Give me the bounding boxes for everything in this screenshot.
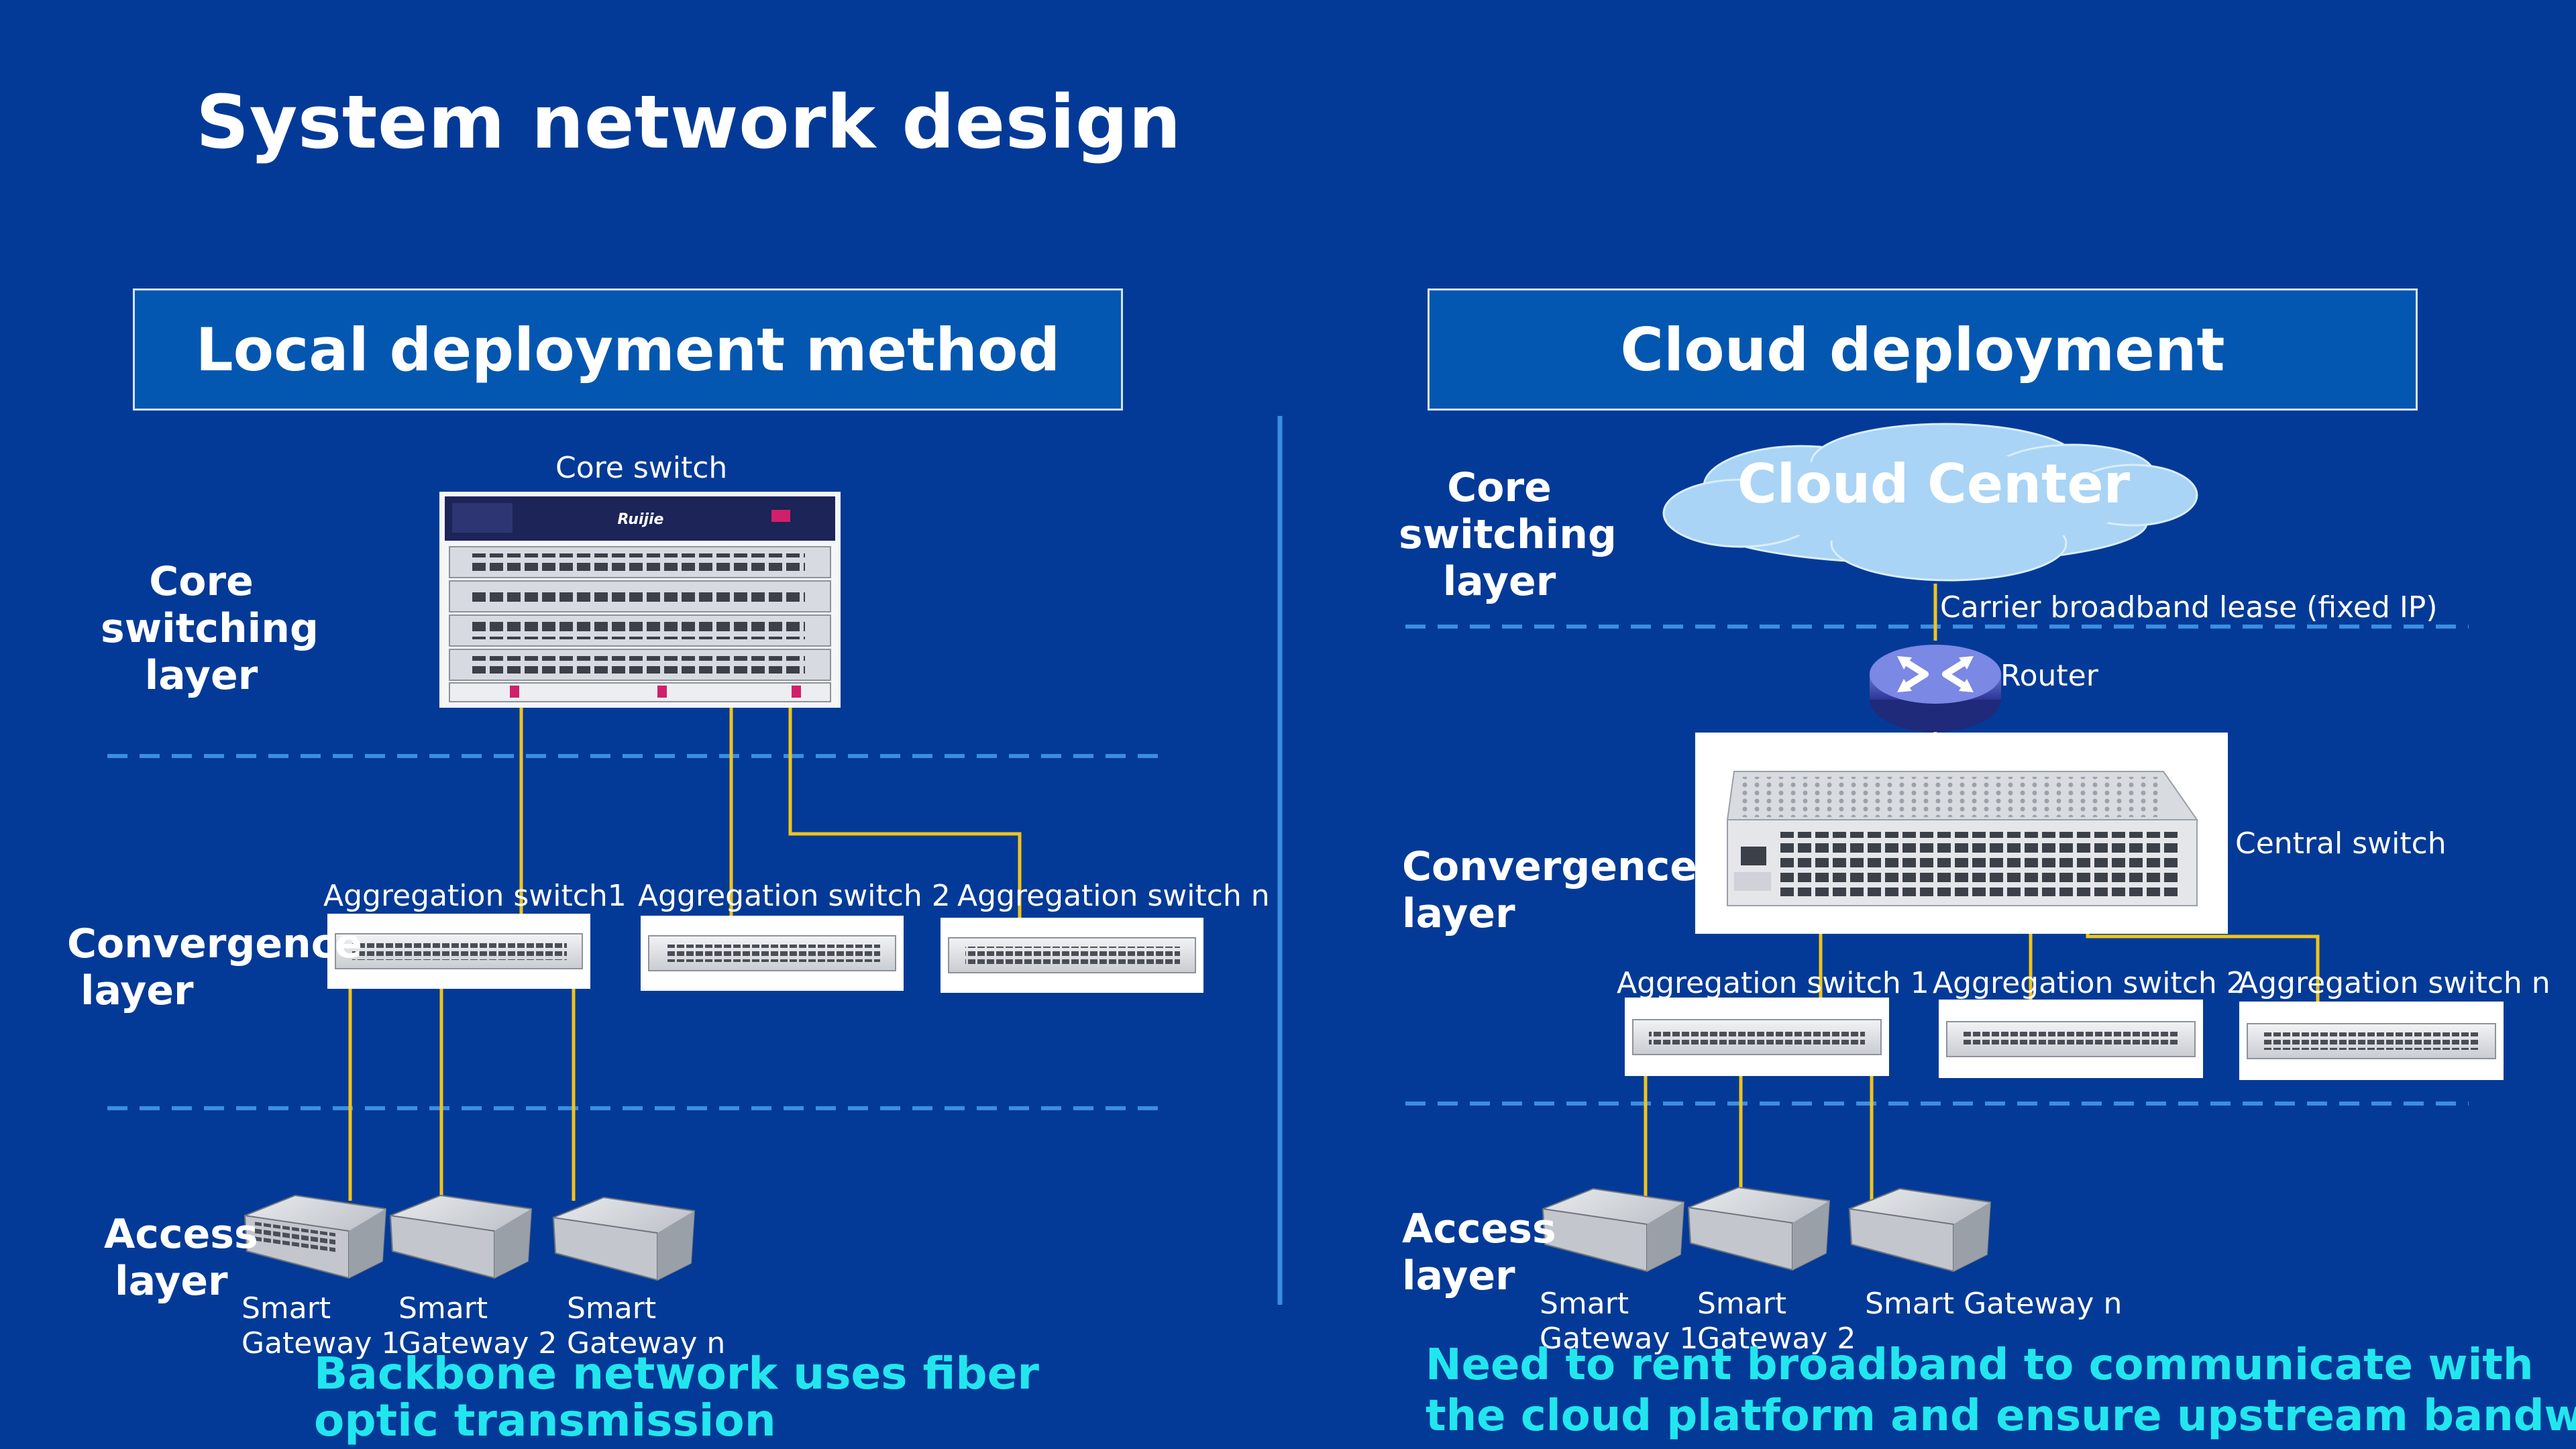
local-deployment-note: Backbone network uses fiber optic transm… (314, 1350, 1039, 1444)
local-gateway-n-line-1: Smart (567, 1291, 657, 1326)
cloud-fill (1731, 453, 2133, 547)
central-switch-device (1695, 733, 2228, 934)
central-switch-label: Central switch (2235, 826, 2447, 861)
local-gateway-n-line-2: Gateway n (567, 1326, 726, 1360)
page-title: System network design (196, 79, 1181, 165)
local-convergence-layer-label: Convergence layer (67, 920, 362, 1014)
local-gateway-2-line-2: Gateway 2 (398, 1326, 557, 1360)
cloud-aggregation-label-2: Aggregation switch 2 (1933, 966, 2245, 1000)
cloud-aggregation-switch-1 (1625, 998, 1889, 1076)
local-gateway-1-line-2: Gateway 1 (241, 1326, 400, 1360)
cloud-deployment-note: Need to rent broadband to communicate wi… (1426, 1340, 2576, 1442)
cloud-aggregation-switch-n (2239, 1002, 2504, 1080)
local-gateway-2 (389, 1194, 533, 1279)
cloud-core-layer-line-3: layer (1442, 558, 1556, 605)
local-gateway-label-1: Smart Gateway 1 (241, 1291, 400, 1361)
cloud-access-layer-line-1: Access (1402, 1205, 1556, 1252)
cloud-note-line-2: the cloud platform and ensure upstream b… (1426, 1391, 2576, 1441)
cloud-access-layer-label: Access layer (1402, 1205, 1556, 1299)
core-switch-label: Core switch (555, 451, 728, 485)
local-aggregation-label-1: Aggregation switch1 (323, 879, 627, 913)
cloud-gateway-label-n: Smart Gateway n (1865, 1287, 2122, 1322)
broadband-lease-label: Carrier broadband lease (fixed IP) (1940, 590, 2438, 625)
local-gateway-n (552, 1196, 696, 1281)
local-deployment-heading-text: Local deployment method (195, 315, 1061, 384)
local-aggregation-switch-1 (327, 914, 590, 989)
cloud-core-layer-line-1: Core (1447, 464, 1552, 511)
cloud-gateway-label-1: Smart Gateway 1 (1540, 1287, 1698, 1356)
local-connectors (348, 704, 1022, 1201)
cloud-gateway-n (1848, 1187, 1992, 1273)
cloud-gateway-1-line-2: Gateway 1 (1540, 1322, 1699, 1356)
local-note-line-1: Backbone network uses fiber (314, 1348, 1039, 1399)
core-switch-brand: Ruijie (618, 511, 664, 528)
cloud-core-layer-label: Core switching layer (1399, 464, 1617, 605)
local-aggregation-switch-n (941, 918, 1203, 993)
cloud-center-label: Cloud Center (1737, 453, 2131, 515)
cloud-convergence-layer-line-2: layer (1402, 890, 1515, 937)
local-core-layer-line-1: Core (149, 558, 254, 605)
local-gateway-label-2: Smart Gateway 2 (398, 1291, 557, 1361)
cloud-gateway-2-line-1: Smart (1697, 1287, 1787, 1321)
cloud-aggregation-switch-2 (1939, 1000, 2203, 1078)
local-gateway-1-line-1: Smart (241, 1291, 331, 1326)
local-gateway-label-n: Smart Gateway n (567, 1291, 725, 1361)
local-access-layer-line-2: layer (115, 1258, 228, 1305)
cloud-gateway-2 (1687, 1186, 1831, 1271)
cloud-convergence-layer-line-1: Convergence (1402, 843, 1697, 890)
local-aggregation-label-n: Aggregation switch n (957, 879, 1270, 913)
cloud-aggregation-label-1: Aggregation switch 1 (1617, 966, 1929, 1000)
local-deployment-heading: Local deployment method (133, 288, 1123, 411)
router-label: Router (2000, 659, 2098, 693)
core-switch-chassis: Ruijie (439, 492, 841, 708)
cloud-gateway-1-line-1: Smart (1540, 1287, 1629, 1321)
local-access-layer-line-1: Access (104, 1211, 258, 1258)
router-shape (1870, 645, 2001, 732)
cloud-aggregation-label-n: Aggregation switch n (2238, 966, 2551, 1000)
cloud-gateway-2-line-2: Gateway 2 (1697, 1322, 1856, 1356)
cloud-deployment-heading: Cloud deployment (1428, 288, 2418, 411)
local-core-layer-label: Core switching layer (101, 558, 319, 699)
local-core-layer-line-2: switching (101, 605, 319, 652)
cloud-access-layer-line-2: layer (1402, 1252, 1515, 1299)
cloud-gateway-n-line-1: Smart Gateway n (1865, 1287, 2123, 1321)
local-aggregation-switch-2 (641, 916, 904, 991)
cloud-note-line-1: Need to rent broadband to communicate wi… (1426, 1340, 2534, 1390)
local-note-line-2: optic transmission (314, 1395, 776, 1446)
local-gateway-2-line-1: Smart (398, 1291, 488, 1326)
cloud-gateway-1 (1542, 1187, 1685, 1273)
local-core-layer-line-3: layer (144, 652, 258, 699)
local-convergence-layer-line-2: layer (80, 967, 194, 1014)
local-aggregation-label-2: Aggregation switch 2 (638, 879, 951, 913)
local-gateway-1 (244, 1194, 387, 1279)
cloud-gateway-label-2: Smart Gateway 2 (1697, 1287, 1856, 1356)
local-access-layer-label: Access layer (104, 1211, 258, 1305)
cloud-deployment-heading-text: Cloud deployment (1620, 315, 2225, 384)
local-convergence-layer-line-1: Convergence (67, 920, 362, 967)
cloud-convergence-layer-label: Convergence layer (1402, 843, 1697, 937)
cloud-core-layer-line-2: switching (1399, 511, 1617, 558)
